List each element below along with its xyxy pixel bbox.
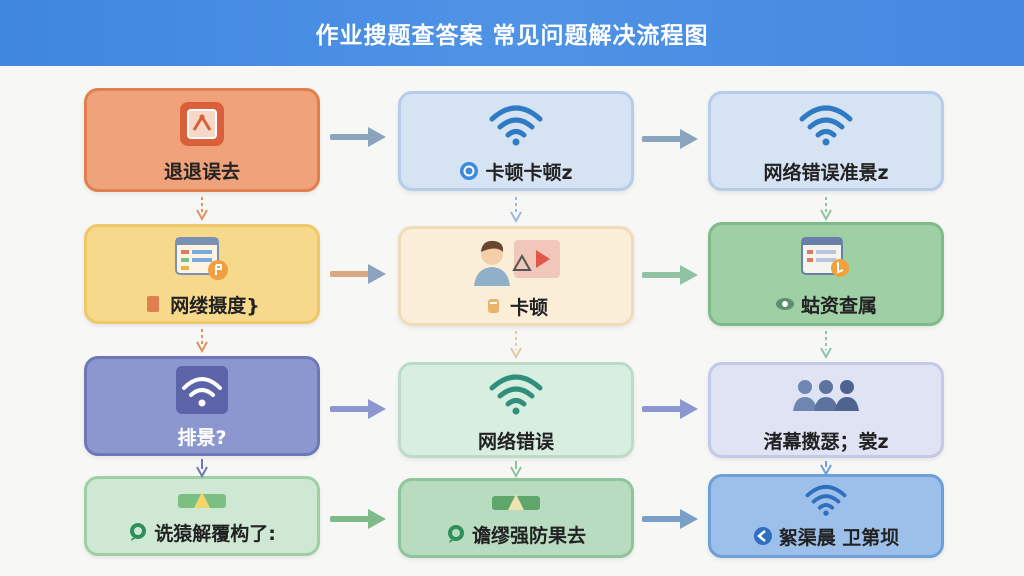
node-r2c3[interactable]: 蛄资查属 <box>708 222 944 326</box>
node-r3c3[interactable]: 渚幕擞瑟；裳z <box>708 362 944 458</box>
chat-icon <box>447 525 464 543</box>
node-label: 蛄资查属 <box>800 294 877 317</box>
hand-icon <box>487 299 499 313</box>
arrow-c3-2 <box>820 331 832 360</box>
node-label: 诜猿解覆构了: <box>154 522 276 545</box>
chat-icon <box>130 523 147 541</box>
node-r1c3[interactable]: 网络错误准景z <box>708 91 944 191</box>
eye-icon <box>775 298 794 310</box>
users-icon <box>791 367 861 421</box>
node-r3c2[interactable]: 网络错误 <box>398 362 634 458</box>
node-r2c2[interactable]: 卡顿 <box>398 226 634 326</box>
title-bar: 作业搜题查答案 常见问题解决流程图 <box>0 0 1024 66</box>
node-r1c2[interactable]: 卡顿卡顿z <box>398 91 634 191</box>
arrow-c1-2 <box>196 329 208 354</box>
arrow-c3-3 <box>820 461 832 476</box>
arrow-c1-3 <box>196 459 208 478</box>
back-arrow-icon <box>753 527 772 545</box>
node-r3c1[interactable]: 排景? <box>84 356 320 456</box>
node-label: 排景? <box>177 426 227 449</box>
stamp-icon <box>488 489 544 515</box>
person-video-icon <box>470 233 562 287</box>
checklist-touch-icon <box>798 231 854 285</box>
node-label: 谵缪强防果去 <box>471 524 586 547</box>
wifi-icon <box>802 483 850 517</box>
wifi-icon <box>488 98 544 152</box>
node-r4c1[interactable]: 诜猿解覆构了: <box>84 476 320 556</box>
arrow-c1-1 <box>196 197 208 222</box>
flowchart-canvas: 退退误去 卡顿卡顿z <box>0 66 1024 576</box>
node-label: 卡顿卡顿z <box>485 161 573 184</box>
arrow-r2-1 <box>330 264 386 284</box>
arrow-c2-2 <box>510 331 522 360</box>
arrow-r1-2 <box>642 129 698 149</box>
arrow-r2-2 <box>642 265 698 285</box>
arrow-r1-1 <box>330 127 386 147</box>
node-label: 网缕摄度} <box>170 294 260 317</box>
stamp-icon <box>174 487 230 513</box>
node-label: 网络错误准景z <box>763 161 889 184</box>
bookmark-icon <box>147 296 160 312</box>
document-icon <box>179 97 225 151</box>
node-label: 渚幕擞瑟；裳z <box>763 430 889 453</box>
arrow-c2-3 <box>510 461 522 478</box>
arrow-r4-2 <box>642 509 698 529</box>
wifi-icon <box>488 367 544 421</box>
arrow-r4-1 <box>330 509 386 529</box>
node-label: 网络错误 <box>477 430 554 453</box>
arrow-c3-1 <box>820 197 832 222</box>
node-r2c1[interactable]: 网缕摄度} <box>84 224 320 324</box>
window-icon <box>174 231 230 285</box>
arrow-r3-2 <box>642 399 698 419</box>
node-label: 退退误去 <box>163 160 240 183</box>
node-label: 卡顿 <box>509 296 548 319</box>
node-label: 絮渠晨 卫第坝 <box>778 526 900 549</box>
arrow-c2-1 <box>510 197 522 224</box>
node-r4c3[interactable]: 絮渠晨 卫第坝 <box>708 474 944 558</box>
arrow-r3-1 <box>330 399 386 419</box>
wifi-icon <box>798 98 854 152</box>
node-r4c2[interactable]: 谵缪强防果去 <box>398 478 634 558</box>
wifi-icon <box>176 363 228 417</box>
page-title: 作业搜题查答案 常见问题解决流程图 <box>315 23 709 49</box>
node-r1c1[interactable]: 退退误去 <box>84 88 320 192</box>
refresh-icon <box>460 162 479 180</box>
